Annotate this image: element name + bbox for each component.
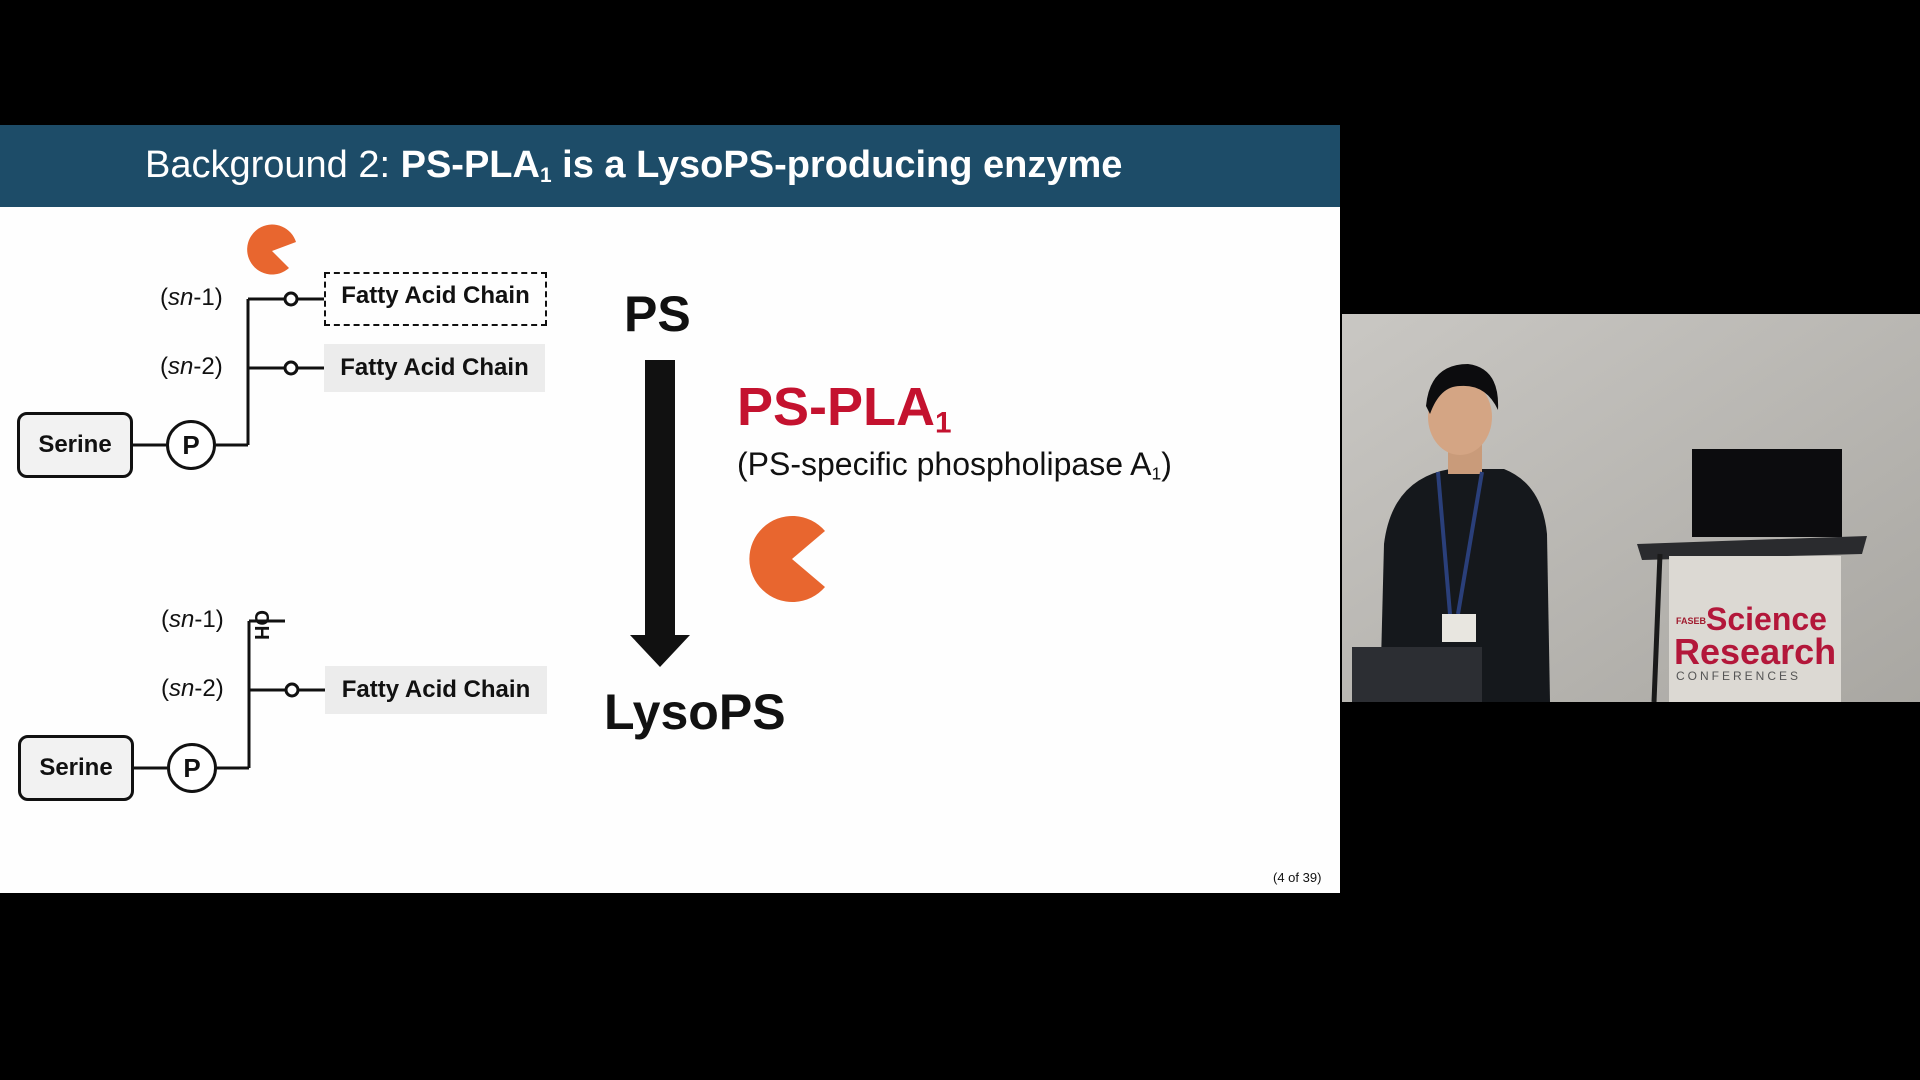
enzyme-name: PS-PLA1	[737, 377, 952, 440]
top-serine-box: Serine	[17, 412, 133, 478]
slide-title: Background 2: PS-PLA1 is a LysoPS-produc…	[145, 144, 1123, 188]
bottom-sn2-fatty-acid-chain: Fatty Acid Chain	[325, 666, 547, 714]
top-sn1-fatty-acid-chain: Fatty Acid Chain	[324, 272, 547, 326]
presentation-slide: Background 2: PS-PLA1 is a LysoPS-produc…	[0, 125, 1340, 893]
banner-faseb-text: FASEB	[1676, 616, 1707, 626]
enzyme-description: (PS-specific phospholipase A1)	[737, 446, 1172, 484]
slide-page-counter: (4 of 39)	[1273, 870, 1322, 885]
reactant-label: PS	[624, 286, 691, 342]
enzyme-pacman-small-icon	[247, 224, 296, 275]
bottom-sn1-hydroxyl: OH	[250, 610, 272, 640]
enzyme-pacman-large-icon	[749, 516, 825, 602]
bottom-sn2-label: (sn-2)	[161, 675, 224, 702]
top-sn2-label: (sn-2)	[160, 353, 223, 380]
speaker-scene: FASEB Science Research CONFERENCES	[1342, 314, 1920, 702]
top-phosphate-circle: P	[166, 420, 216, 470]
molecule-bonds	[133, 224, 825, 770]
product-label: LysoPS	[604, 684, 786, 740]
speaker-video-feed: FASEB Science Research CONFERENCES	[1342, 314, 1920, 702]
bottom-serine-box: Serine	[18, 735, 134, 801]
slide-header: Background 2: PS-PLA1 is a LysoPS-produc…	[0, 125, 1340, 207]
banner-research-text: Research	[1674, 631, 1836, 672]
bottom-phosphate-circle: P	[167, 743, 217, 793]
banner-conferences-text: CONFERENCES	[1676, 669, 1801, 683]
bottom-sn1-label: (sn-1)	[161, 606, 224, 633]
top-sn2-fatty-acid-chain: Fatty Acid Chain	[324, 344, 545, 392]
banner-science-text: Science	[1706, 601, 1827, 637]
top-sn1-label: (sn-1)	[160, 284, 223, 311]
